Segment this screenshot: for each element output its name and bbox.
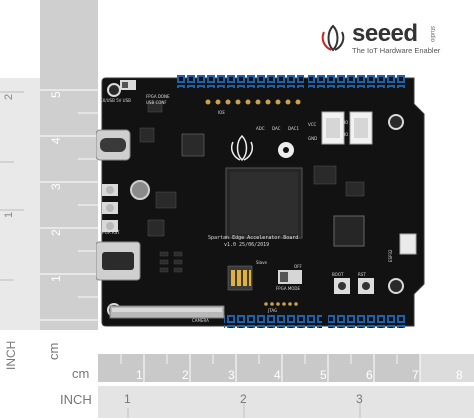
vertical-ruler: 2 1 5 4 3 2 1 (0, 0, 98, 330)
board-label-esp32: ESP32 (388, 249, 393, 262)
seeed-leaf-icon (321, 24, 345, 52)
brand-tagline: The IoT Hardware Enabler (352, 46, 441, 55)
horizontal-ruler (98, 354, 474, 418)
horizontal-unit-cm: cm (72, 366, 90, 381)
board-label-rst: RST (358, 272, 366, 277)
board-label-adc: ADC (256, 126, 265, 131)
board-label-boot: BOOT (332, 272, 344, 277)
vertical-cm-number: 5 (49, 91, 63, 98)
vertical-inch-number: 1 (3, 212, 15, 218)
cm-number: 7 (412, 368, 419, 382)
board-label-gnd: GND (308, 136, 317, 141)
board-label-fpga-done: FPGA DONE (146, 94, 170, 99)
esp32-chip (333, 215, 365, 247)
top-header-a (176, 74, 304, 88)
board-label-fpga-mode: FPGA MODE (276, 286, 301, 291)
board-label-io-a: IO (344, 120, 348, 125)
horizontal-unit-inch: INCH (60, 392, 92, 407)
board-label-dac1: DAC1 (288, 126, 299, 131)
vertical-cm-number: 1 (49, 275, 63, 282)
spartan-edge-board: Spartan Edge Accelerator Board v1.0 25/0… (96, 74, 425, 328)
brand-name: seeed (352, 20, 418, 47)
vertical-cm-number: 4 (49, 137, 63, 144)
seeed-logo: seeed studio The IoT Hardware Enabler (318, 20, 458, 56)
cm-number: 4 (274, 368, 281, 382)
vertical-cm-number: 2 (49, 229, 63, 236)
bottom-header-b (328, 314, 406, 328)
cm-number: 6 (366, 368, 373, 382)
board-title: Spartan Edge Accelerator Board (208, 235, 298, 241)
board-label-camera: CAMERA (192, 318, 209, 323)
cm-number: 2 (182, 368, 189, 382)
inch-number: 1 (124, 392, 131, 406)
vertical-unit-cm: cm (46, 342, 61, 360)
vertical-inch-number: 2 (3, 94, 15, 100)
inch-number: 3 (356, 392, 363, 406)
inch-number: 2 (240, 392, 247, 406)
board-label-ioe: IOE (218, 110, 225, 115)
top-header-b (308, 74, 406, 88)
board-label-off: OFF (294, 264, 302, 269)
cm-number: 3 (228, 368, 235, 382)
brand-side-tag: studio (429, 26, 435, 43)
board-label-slave: Slave (256, 260, 267, 265)
vertical-unit-inch: INCH (4, 340, 18, 370)
cm-number: 5 (320, 368, 327, 382)
board-label-usb-conf: USB CONF (146, 100, 167, 105)
board-label-fpga-rst: FPGA RST (100, 230, 120, 235)
board-label-io-b: IO (344, 132, 348, 137)
board-label-usb: EX/USB 5V USB (100, 98, 131, 103)
bottom-header-a (224, 314, 322, 328)
cm-number: 8 (456, 368, 463, 382)
board-label-dac: DAC (272, 126, 281, 131)
cm-number: 1 (136, 368, 143, 382)
board-version: v1.0 25/06/2019 (224, 242, 269, 248)
vertical-cm-number: 3 (49, 183, 63, 190)
board-label-vcc: VCC (308, 122, 317, 127)
board-label-jtag: JTAG (267, 308, 277, 313)
